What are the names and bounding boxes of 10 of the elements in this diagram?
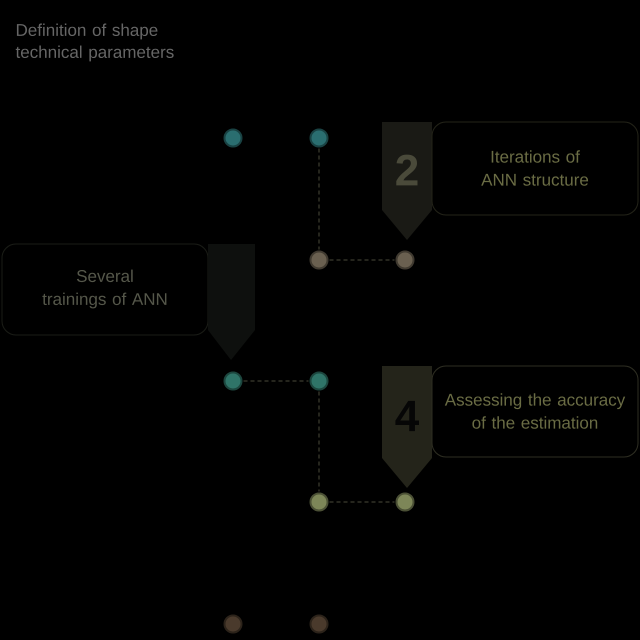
step-box: Several trainings of ANN — [2, 244, 208, 336]
dashed-connector — [318, 391, 320, 492]
step-box: Iterations of ANN structure — [432, 122, 638, 216]
dashed-connector — [243, 380, 309, 382]
dot-marker — [310, 614, 328, 634]
heading-text: Definition of shape technical parameters — [16, 24, 174, 62]
dashed-connector — [318, 148, 320, 250]
step-tag — [208, 244, 255, 360]
step-box: Assessing the accuracy of the estimation — [432, 366, 638, 458]
dot-marker — [224, 614, 242, 634]
